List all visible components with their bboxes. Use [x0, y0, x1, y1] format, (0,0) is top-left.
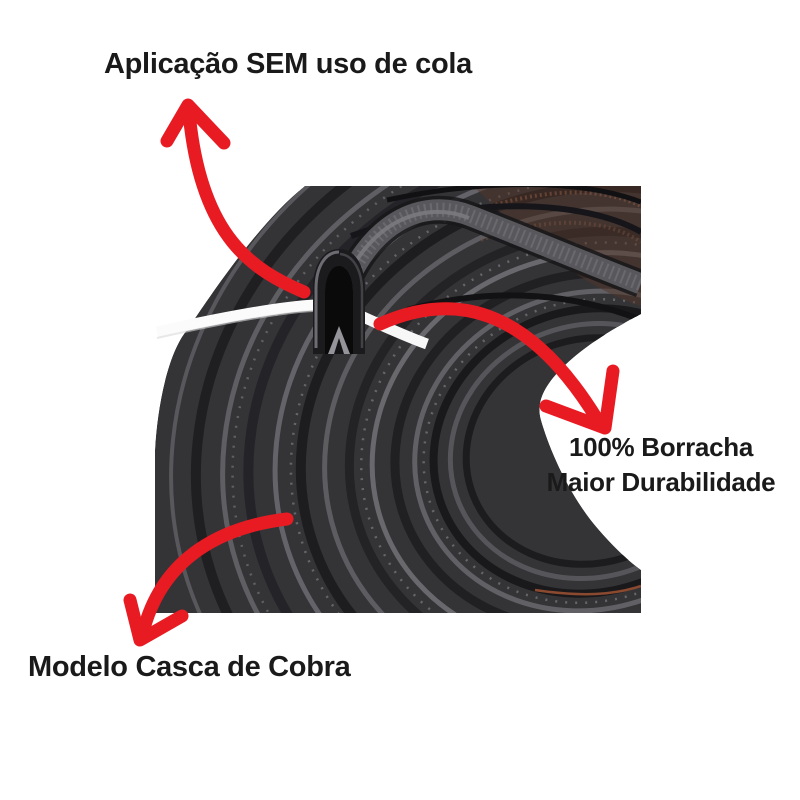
red-mark-on-rubber: [534, 584, 641, 596]
top-label: Aplicação SEM uso de cola: [104, 48, 472, 80]
right-label-line1: 100% Borracha: [569, 432, 753, 462]
product-photo: [155, 186, 641, 613]
right-label-line2: Maior Durabilidade: [546, 467, 776, 497]
u-channel-profile: [313, 249, 365, 354]
right-label: 100% Borracha Maior Durabilidade: [519, 430, 800, 500]
trim-coil: [155, 186, 641, 613]
bottom-label: Modelo Casca de Cobra: [28, 651, 351, 683]
rubber-trim-coil-illustration: [155, 186, 641, 613]
